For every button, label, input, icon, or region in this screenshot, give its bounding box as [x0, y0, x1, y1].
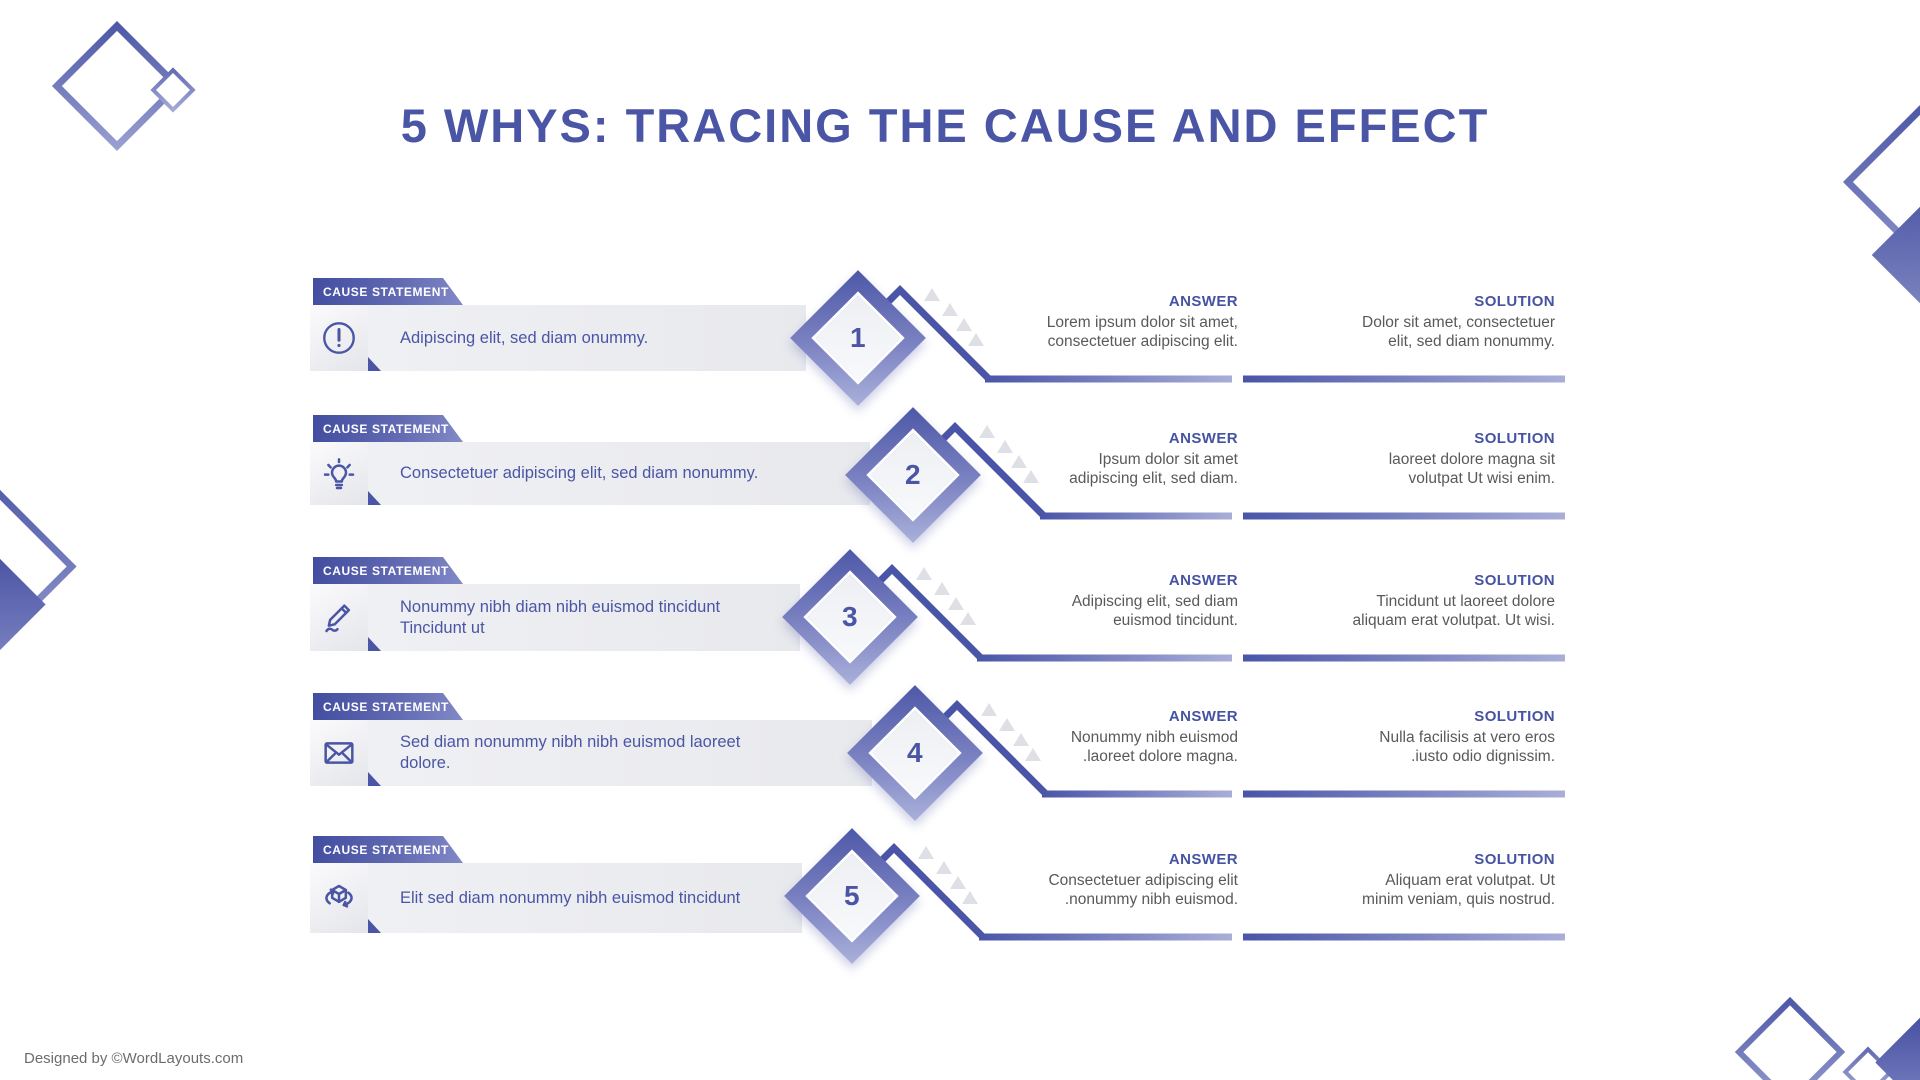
diamond-outer: 5 — [784, 828, 920, 964]
answer-label: ANSWER — [1168, 708, 1238, 725]
cause-iconbox — [310, 863, 368, 933]
fold-accent — [368, 357, 381, 371]
solution-block: SOLUTION Dolor sit amet, consectetuer el… — [1340, 293, 1555, 351]
cause-iconbox — [310, 442, 368, 505]
solution-block: SOLUTION Nulla facilisis at vero eros .i… — [1340, 708, 1555, 766]
fold-accent — [368, 919, 381, 933]
cube-icon — [325, 884, 353, 908]
cause-iconbox — [310, 305, 368, 371]
answer-block: ANSWER Ipsum dolor sit amet adipiscing e… — [1038, 430, 1238, 488]
number-diamond: 3 — [782, 549, 918, 685]
solution-label: SOLUTION — [1474, 851, 1555, 868]
why-number: 3 — [842, 600, 858, 632]
fold-accent — [368, 772, 381, 786]
number-diamond: 5 — [784, 828, 920, 964]
answer-text: Consectetuer adipiscing elit .nonummy ni… — [1048, 872, 1238, 908]
answer-block: ANSWER Adipiscing elit, sed diam euismod… — [1038, 572, 1238, 630]
answer-label: ANSWER — [1168, 293, 1238, 310]
answer-text: Ipsum dolor sit amet adipiscing elit, se… — [1069, 451, 1238, 487]
answer-text: Adipiscing elit, sed diam euismod tincid… — [1071, 593, 1238, 629]
solution-text: Dolor sit amet, consectetuer elit, sed d… — [1362, 314, 1555, 350]
cause-statement-tab: CAUSE STATEMENT — [313, 278, 463, 305]
cause-bar: Nonummy nibh diam nibh euismod tincidunt… — [310, 584, 800, 651]
answer-text: Lorem ipsum dolor sit amet, consectetuer… — [1046, 314, 1238, 350]
cause-statement-tab: CAUSE STATEMENT — [313, 836, 463, 863]
solution-label: SOLUTION — [1474, 430, 1555, 447]
cause-bar: Elit sed diam nonummy nibh euismod tinci… — [310, 863, 802, 933]
cause-text: Sed diam nonummy nibh nibh euismod laore… — [400, 733, 741, 772]
cause-statement-tab: CAUSE STATEMENT — [313, 415, 463, 442]
why-number: 2 — [905, 458, 921, 490]
cause-statement-label: CAUSE STATEMENT — [323, 421, 449, 436]
answer-block: ANSWER Lorem ipsum dolor sit amet, conse… — [1038, 293, 1238, 351]
why-row: CAUSE STATEMENT Consectetuer adipiscing … — [0, 407, 1920, 552]
why-number: 1 — [850, 321, 866, 353]
solution-block: SOLUTION Tincidunt ut laoreet dolore ali… — [1340, 572, 1555, 630]
diamond-outer: 2 — [845, 407, 981, 543]
solution-text: Tincidunt ut laoreet dolore aliquam erat… — [1352, 593, 1555, 629]
number-diamond: 2 — [845, 407, 981, 543]
diamond-inner: 1 — [811, 291, 905, 385]
page-title: 5 WHYS: TRACING THE CAUSE AND EFFECT — [400, 99, 1490, 152]
diamond-inner: 4 — [868, 706, 962, 800]
diamond-outer: 1 — [790, 270, 926, 406]
why-row: CAUSE STATEMENT Sed diam nonummy nibh ni… — [0, 685, 1920, 830]
cause-statement-label: CAUSE STATEMENT — [323, 284, 449, 299]
cause-bar: Consectetuer adipiscing elit, sed diam n… — [310, 442, 870, 505]
cause-text: Nonummy nibh diam nibh euismod tincidunt… — [400, 597, 721, 637]
solution-label: SOLUTION — [1474, 293, 1555, 310]
answer-label: ANSWER — [1168, 430, 1238, 447]
alert-icon — [323, 322, 355, 354]
cause-statement-label: CAUSE STATEMENT — [323, 563, 449, 578]
answer-block: ANSWER Consectetuer adipiscing elit .non… — [1038, 851, 1238, 909]
diamond-inner: 3 — [803, 570, 897, 664]
cause-iconbox — [310, 720, 368, 786]
decor-diamond-filled-bottom-right — [1875, 1012, 1920, 1080]
solution-label: SOLUTION — [1474, 708, 1555, 725]
cause-text: Adipiscing elit, sed diam onummy. — [400, 328, 649, 347]
cause-bar: Adipiscing elit, sed diam onummy. — [310, 305, 806, 371]
diamond-inner: 5 — [805, 849, 899, 943]
cause-iconbox — [310, 584, 368, 651]
decor-diamond-outline-bottom-right — [1734, 996, 1846, 1080]
cause-statement-tab: CAUSE STATEMENT — [313, 693, 463, 720]
cause-statement-label: CAUSE STATEMENT — [323, 842, 449, 857]
solution-block: SOLUTION laoreet dolore magna sit volutp… — [1340, 430, 1555, 488]
answer-label: ANSWER — [1168, 572, 1238, 589]
why-row: CAUSE STATEMENT Elit sed diam nonummy ni… — [0, 828, 1920, 973]
why-number: 5 — [844, 879, 860, 911]
pencil-icon — [325, 603, 351, 632]
cause-text: Elit sed diam nonummy nibh euismod tinci… — [400, 888, 741, 907]
why-row: CAUSE STATEMENT Nonummy nibh diam nibh e… — [0, 549, 1920, 694]
why-row: CAUSE STATEMENT Adipiscing elit, sed dia… — [0, 270, 1920, 415]
number-diamond: 4 — [847, 685, 983, 821]
answer-label: ANSWER — [1168, 851, 1238, 868]
diamond-inner: 2 — [866, 428, 960, 522]
number-diamond: 1 — [790, 270, 926, 406]
envelope-icon — [324, 742, 354, 764]
solution-label: SOLUTION — [1474, 572, 1555, 589]
cause-bar: Sed diam nonummy nibh nibh euismod laore… — [310, 720, 872, 786]
cause-statement-tab: CAUSE STATEMENT — [313, 557, 463, 584]
solution-block: SOLUTION Aliquam erat volutpat. Ut minim… — [1340, 851, 1555, 909]
cause-text: Consectetuer adipiscing elit, sed diam n… — [400, 464, 759, 482]
fold-accent — [368, 491, 381, 505]
fold-accent — [368, 637, 381, 651]
cause-statement-label: CAUSE STATEMENT — [323, 699, 449, 714]
lightbulb-icon — [323, 457, 355, 489]
diamond-outer: 4 — [847, 685, 983, 821]
credit-text: Designed by ©WordLayouts.com — [24, 1050, 244, 1067]
diamond-outer: 3 — [782, 549, 918, 685]
answer-text: Nonummy nibh euismod .laoreet dolore mag… — [1070, 729, 1238, 765]
solution-text: Nulla facilisis at vero eros .iusto odio… — [1379, 729, 1555, 765]
why-number: 4 — [907, 736, 923, 768]
answer-block: ANSWER Nonummy nibh euismod .laoreet dol… — [1038, 708, 1238, 766]
solution-text: Aliquam erat volutpat. Ut minim veniam, … — [1362, 872, 1555, 908]
solution-text: laoreet dolore magna sit volutpat Ut wis… — [1388, 451, 1555, 487]
